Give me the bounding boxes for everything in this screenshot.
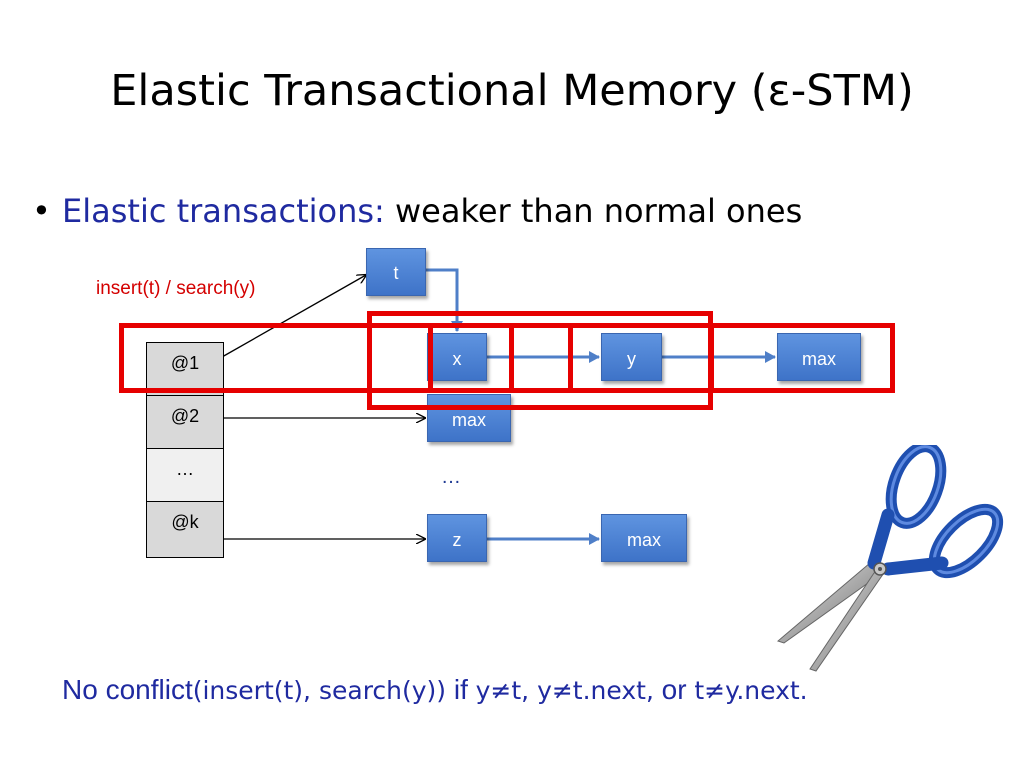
footer-part-4: if	[446, 674, 476, 705]
bullet-text: weaker than normal ones	[384, 192, 803, 230]
table-cell-3: …	[147, 449, 223, 502]
bullet-point: • Elastic transactions: weaker than norma…	[32, 192, 802, 230]
footer-part-2: (insert(t),	[192, 676, 312, 705]
footer-part-3: search(y))	[311, 676, 447, 705]
ellipsis: …	[441, 466, 461, 488]
footer-part-7: t≠y.next.	[694, 676, 808, 705]
table-cell-1: @1	[147, 343, 223, 396]
link-t-to-x	[426, 268, 463, 332]
node-x: x	[427, 333, 487, 381]
slide-title: Elastic Transactional Memory (ε-STM)	[110, 66, 914, 116]
highlight-box-y	[568, 323, 714, 393]
table-cell-2: @2	[147, 396, 223, 449]
highlight-box-x	[428, 323, 514, 393]
node-z: z	[427, 514, 487, 562]
footer-part-1: No conflict	[62, 674, 193, 705]
node-max-row1: max	[777, 333, 861, 381]
node-y: y	[601, 333, 662, 381]
operation-label: insert(t) / search(y)	[96, 278, 256, 299]
scissors-icon	[776, 445, 1004, 672]
table-cell-4: @k	[171, 512, 199, 532]
node-t: t	[366, 248, 426, 296]
footer-part-5: y≠t, y≠t.next,	[475, 676, 654, 705]
conflict-note: No conflict(insert(t), search(y)) if y≠t…	[62, 674, 808, 706]
hash-table: @1 @2 … @k	[146, 342, 224, 558]
bullet-term: Elastic transactions:	[62, 192, 385, 230]
node-max-rowk: max	[601, 514, 687, 562]
footer-part-6: or	[653, 674, 695, 705]
pointer-at1-to-t	[221, 275, 366, 358]
node-max-row2: max	[427, 394, 511, 442]
bullet-marker: •	[32, 192, 51, 230]
